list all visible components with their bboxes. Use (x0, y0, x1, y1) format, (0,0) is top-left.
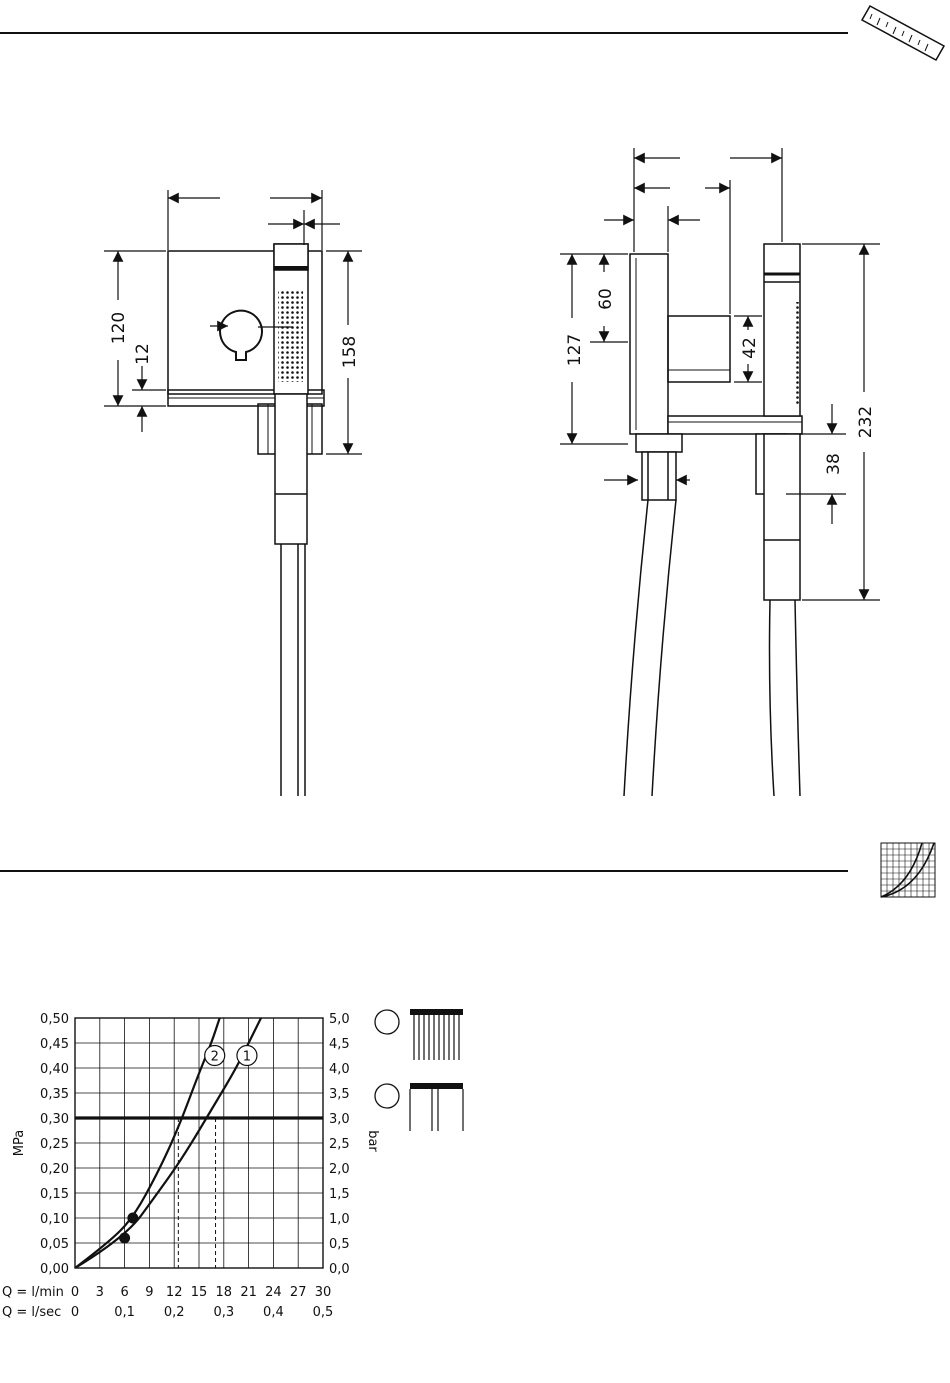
x-tick-lsec: 0,1 (114, 1305, 135, 1320)
front-view (168, 244, 324, 796)
x-tick-lmin: 27 (290, 1285, 307, 1300)
flow-chart-icon (881, 843, 935, 897)
y-tick-right: 0,5 (329, 1237, 350, 1252)
x-tick-lmin: 15 (191, 1285, 208, 1300)
side-view (624, 244, 802, 796)
dim-12: 12 (133, 343, 153, 365)
y-tick-right: 4,5 (329, 1037, 350, 1052)
valve-handle (220, 311, 262, 360)
y-tick-left: 0,35 (40, 1087, 69, 1102)
dim-120: 120 (109, 312, 129, 344)
y-tick-left: 0,10 (40, 1212, 69, 1227)
x-tick-lsec: 0,5 (313, 1305, 334, 1320)
y-tick-right: 5,0 (329, 1012, 350, 1027)
legend-circle-2 (375, 1084, 399, 1108)
legend-circle-1 (375, 1010, 399, 1034)
side-handle (764, 434, 800, 600)
x-tick-lmin: 9 (145, 1285, 153, 1300)
x-tick-lmin: 24 (265, 1285, 282, 1300)
series-marker-2 (127, 1213, 138, 1224)
x-tick-lsec: 0 (71, 1305, 79, 1320)
y-tick-left: 0,15 (40, 1187, 69, 1202)
y-axis-label-left: MPa (12, 1130, 27, 1156)
side-dimensions (560, 148, 880, 600)
y-tick-right: 3,0 (329, 1112, 350, 1127)
legend (375, 1009, 463, 1131)
y-tick-right: 3,5 (329, 1087, 350, 1102)
y-tick-left: 0,25 (40, 1137, 69, 1152)
side-bottom-bar (668, 416, 802, 434)
x-tick-lmin: 6 (120, 1285, 128, 1300)
x-tick-lmin: 21 (240, 1285, 257, 1300)
x-tick-lsec: 0,4 (263, 1305, 284, 1320)
dim-60: 60 (596, 288, 616, 310)
rain-spray-icon (410, 1009, 463, 1015)
y-axis-label-right: bar (365, 1130, 380, 1152)
x-tick-lmin: 18 (216, 1285, 233, 1300)
ruler-icon (862, 6, 944, 60)
dim-232: 232 (856, 406, 876, 438)
y-tick-right: 2,5 (329, 1137, 350, 1152)
chart-tick-labels: 0,000,050,100,150,200,250,300,350,400,45… (40, 1012, 350, 1320)
y-tick-right: 1,0 (329, 1212, 350, 1227)
y-tick-left: 0,05 (40, 1237, 69, 1252)
x-axis-label-lmin: Q = l/min (2, 1285, 64, 1300)
flow-chart: 12 0,000,050,100,150,200,250,300,350,400… (2, 1012, 380, 1320)
y-tick-left: 0,50 (40, 1012, 69, 1027)
y-tick-right: 1,5 (329, 1187, 350, 1202)
x-tick-lsec: 0,2 (164, 1305, 185, 1320)
y-tick-left: 0,45 (40, 1037, 69, 1052)
y-tick-left: 0,40 (40, 1062, 69, 1077)
x-tick-lmin: 0 (71, 1285, 79, 1300)
side-hose-nut (642, 452, 676, 500)
dim-38: 38 (824, 453, 844, 475)
x-axis-label-lsec: Q = l/sec (2, 1305, 61, 1320)
series-label-2: 2 (211, 1050, 219, 1065)
x-tick-lmin: 3 (96, 1285, 104, 1300)
x-tick-lsec: 0,3 (213, 1305, 234, 1320)
front-hose-connector (275, 394, 307, 544)
y-tick-right: 2,0 (329, 1162, 350, 1177)
y-tick-left: 0,20 (40, 1162, 69, 1177)
dim-158: 158 (340, 336, 360, 368)
y-tick-right: 4,0 (329, 1062, 350, 1077)
series-label-1: 1 (243, 1050, 251, 1065)
y-tick-left: 0,00 (40, 1262, 69, 1277)
series-marker-1 (119, 1233, 130, 1244)
dim-127: 127 (565, 334, 585, 366)
single-jet-icon (410, 1083, 463, 1089)
chart-grid (75, 1018, 323, 1268)
spray-nozzle-field (278, 290, 303, 382)
y-tick-right: 0,0 (329, 1262, 350, 1277)
x-tick-lmin: 12 (166, 1285, 183, 1300)
side-holder-arm (668, 316, 730, 382)
y-tick-left: 0,30 (40, 1112, 69, 1127)
x-tick-lmin: 30 (315, 1285, 332, 1300)
rain-spray-lines (414, 1015, 459, 1060)
dim-42: 42 (740, 337, 760, 359)
